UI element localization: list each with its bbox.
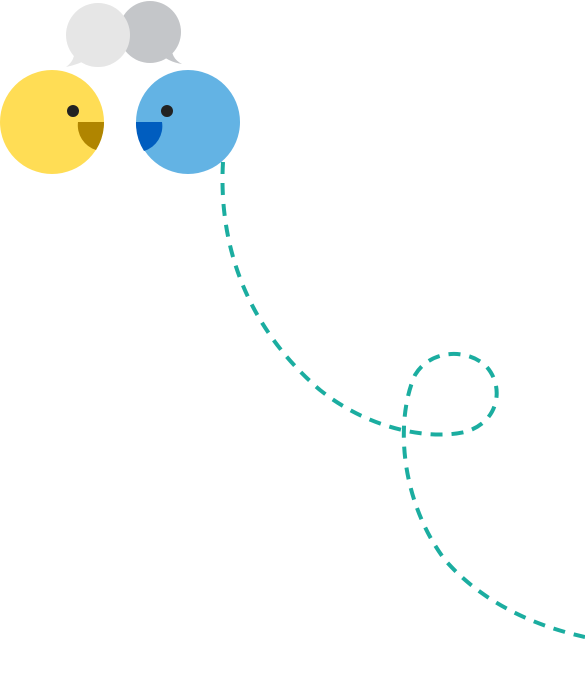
blue-bird-icon <box>135 70 240 174</box>
yellow-bird-beak <box>77 122 105 150</box>
blue-bird-eye <box>161 105 173 117</box>
yellow-bird-eye <box>67 105 79 117</box>
right-speech-bubble-tail <box>158 44 182 64</box>
yellow-bird-body <box>0 70 104 174</box>
left-speech-bubble-body <box>66 3 130 67</box>
dashed-loop-path <box>220 161 585 639</box>
blue-bird-beak <box>135 122 163 151</box>
left-speech-bubble-tail <box>66 48 90 67</box>
right-speech-bubble-body <box>119 1 181 63</box>
left-speech-bubble-icon <box>66 3 130 67</box>
right-speech-bubble-icon <box>119 1 182 64</box>
blue-bird-body <box>136 70 240 174</box>
yellow-bird-icon <box>0 70 105 174</box>
